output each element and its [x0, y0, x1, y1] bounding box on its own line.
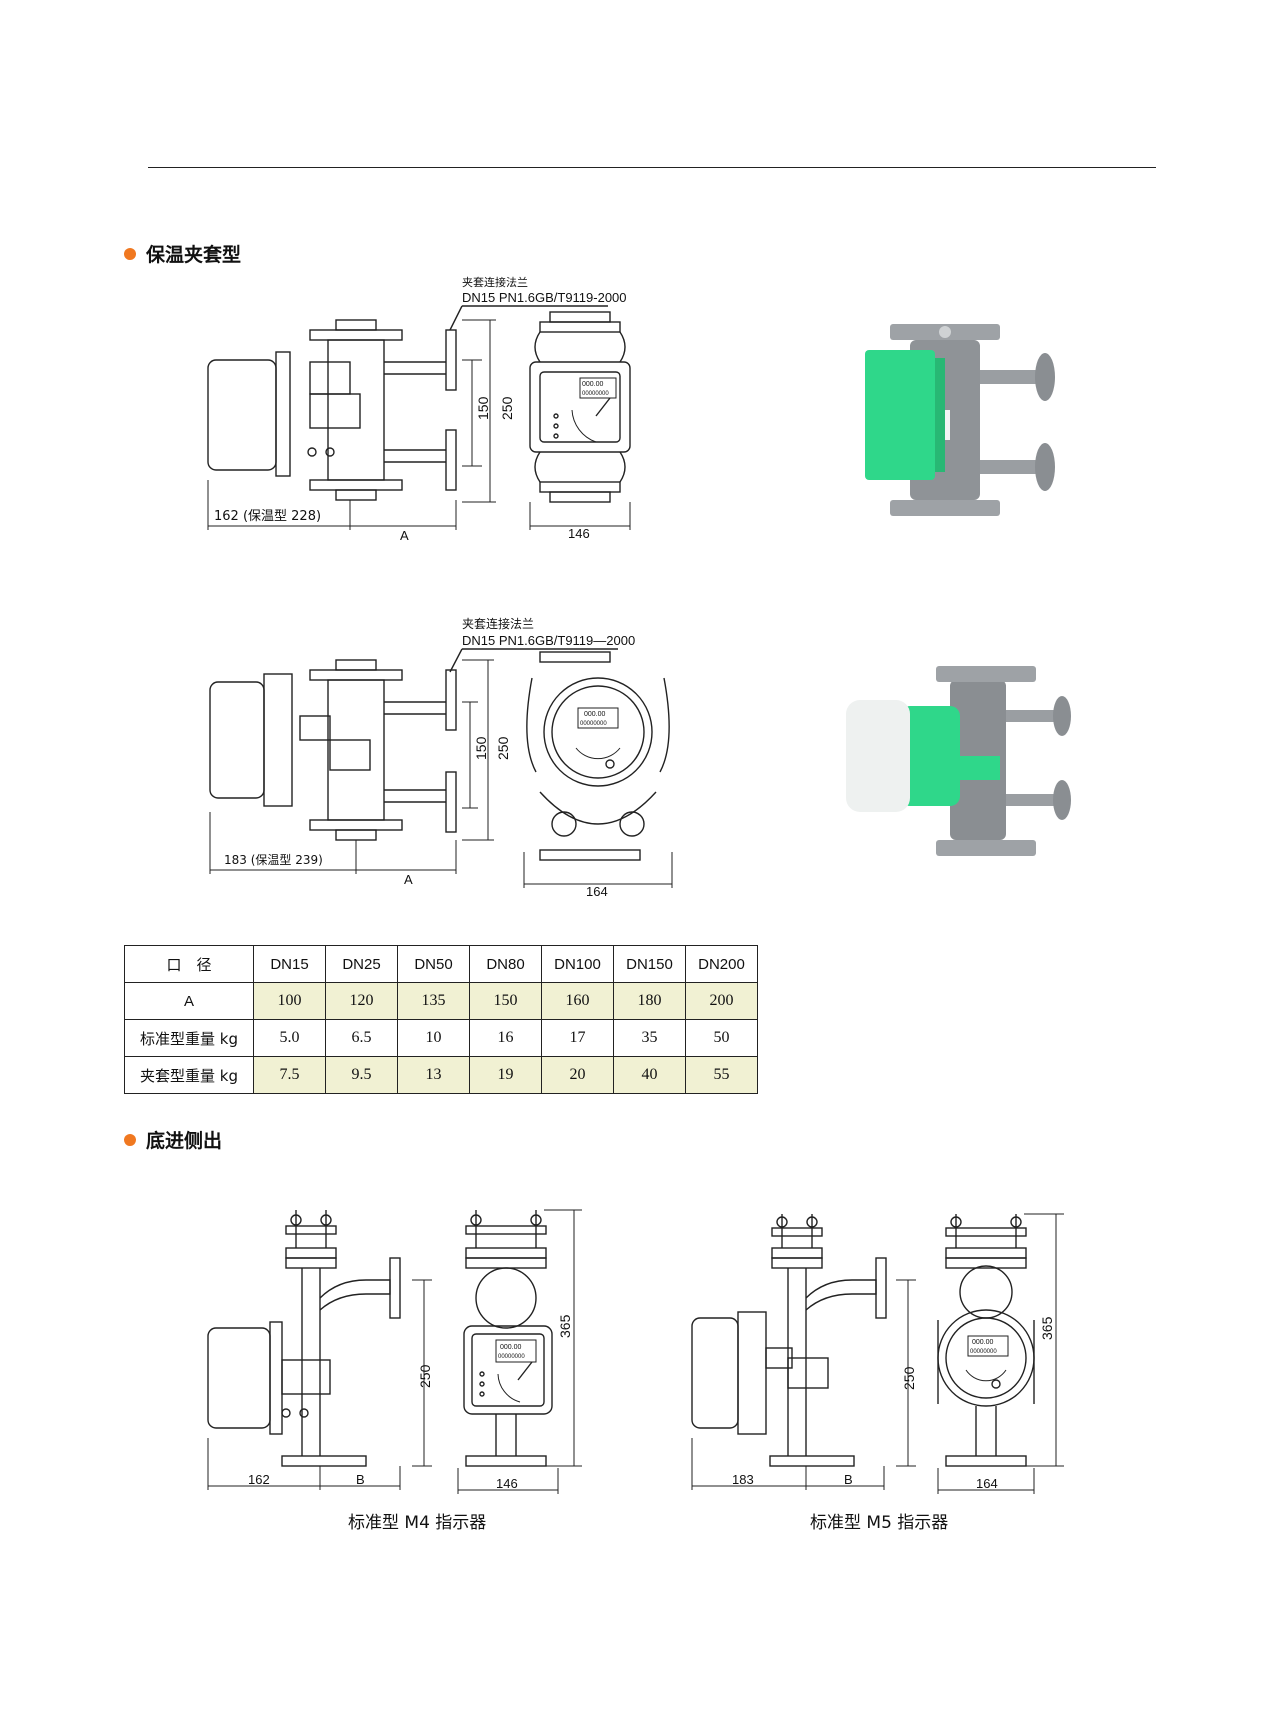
table-cell: 120 [325, 982, 398, 1020]
dim-width: 162 (保温型 228) [214, 509, 321, 524]
table-cell: 180 [613, 982, 686, 1020]
dim-250: 250 [499, 396, 515, 420]
dim-365: 365 [1039, 1316, 1055, 1340]
display-counter: 00000000 [582, 391, 609, 397]
dim-a: A [400, 528, 409, 543]
table-row: 标准型重量 kg 5.0 6.5 10 16 17 35 50 [124, 1019, 758, 1057]
drawing-bottom-m5: 250 183 B 000.00 00000000 365 164 [691, 1213, 1064, 1494]
table-cell: 13 [397, 1056, 470, 1094]
table-header-label: 口 径 [124, 945, 254, 983]
caption-m5: 标准型 M5 指示器 [810, 1513, 949, 1533]
table-cell: 100 [253, 982, 326, 1020]
table-row-label: 标准型重量 kg [124, 1019, 254, 1057]
dim-front: 146 [568, 526, 590, 541]
dim-b: B [844, 1472, 853, 1487]
table-cell: 160 [541, 982, 614, 1020]
display-counter: 00000000 [580, 721, 607, 727]
table-row-label: A [124, 982, 254, 1020]
flange-note-cn: 夹套连接法兰 [462, 616, 534, 631]
table-cell: 5.0 [253, 1019, 326, 1057]
table-row: 夹套型重量 kg 7.5 9.5 13 19 20 40 55 [124, 1056, 758, 1094]
table-cell: 6.5 [325, 1019, 398, 1057]
table-cell: 150 [469, 982, 542, 1020]
flange-note-spec: DN15 PN1.6GB/T9119-2000 [462, 290, 627, 305]
bullet-dot-icon [124, 1133, 136, 1146]
dim-250: 250 [495, 736, 511, 760]
table-col-header: DN15 [253, 945, 326, 983]
drawing-bottom-m4: 250 162 B 000.00 00000000 365 146 [207, 1209, 582, 1494]
table-col-header: DN80 [469, 945, 542, 983]
section-title-text: 保温夹套型 [146, 244, 242, 266]
dim-162: 162 [248, 1472, 270, 1487]
table-cell: 135 [397, 982, 470, 1020]
display-counter: 00000000 [970, 1349, 997, 1355]
table-col-header: DN150 [613, 945, 686, 983]
table-row: A 100 120 135 150 160 180 200 [124, 982, 758, 1020]
caption-m4: 标准型 M4 指示器 [348, 1513, 487, 1533]
flange-note-spec: DN15 PN1.6GB/T9119—2000 [462, 633, 635, 648]
dim-150: 150 [473, 736, 489, 760]
display-value: 000.00 [582, 381, 604, 388]
product-photo-green-square [865, 324, 1055, 516]
display-value: 000.00 [972, 1339, 994, 1346]
product-photo-white-round [846, 666, 1071, 856]
table-col-header: DN100 [541, 945, 614, 983]
dim-250: 250 [417, 1364, 433, 1388]
drawing-jacketed-m5: 夹套连接法兰 DN15 PN1.6GB/T9119—2000 150 250 1… [209, 616, 673, 899]
dim-b: B [356, 1472, 365, 1487]
table-cell: 50 [685, 1019, 758, 1057]
table-cell: 19 [469, 1056, 542, 1094]
table-cell: 35 [613, 1019, 686, 1057]
section-title-text: 底进侧出 [146, 1130, 223, 1152]
table-col-header: DN200 [685, 945, 758, 983]
table-col-header: DN25 [325, 945, 398, 983]
dim-183: 183 [732, 1472, 754, 1487]
table-col-header: DN50 [397, 945, 470, 983]
flange-note-cn: 夹套连接法兰 [462, 275, 528, 289]
dim-width: 183 (保温型 239) [224, 853, 323, 867]
header-rule [148, 167, 1156, 168]
dim-146: 146 [496, 1476, 518, 1491]
section-title-jacketed: 保温夹套型 [124, 240, 241, 267]
table-cell: 55 [685, 1056, 758, 1094]
table-cell: 40 [613, 1056, 686, 1094]
table-cell: 10 [397, 1019, 470, 1057]
spec-table: 口 径 DN15 DN25 DN50 DN80 DN100 DN150 DN20… [124, 945, 758, 1094]
table-header-row: 口 径 DN15 DN25 DN50 DN80 DN100 DN150 DN20… [124, 945, 758, 983]
section-title-bottom-inlet: 底进侧出 [124, 1126, 222, 1153]
drawing-jacketed-m4: 夹套连接法兰 DN15 PN1.6GB/T9119-2000 150 250 1… [207, 275, 631, 543]
table-cell: 17 [541, 1019, 614, 1057]
table-cell: 200 [685, 982, 758, 1020]
bullet-dot-icon [124, 247, 136, 260]
dim-164: 164 [976, 1476, 998, 1491]
display-value: 000.00 [500, 1344, 522, 1351]
table-cell: 9.5 [325, 1056, 398, 1094]
dim-150: 150 [475, 396, 491, 420]
table-cell: 20 [541, 1056, 614, 1094]
dim-front: 164 [586, 884, 608, 899]
display-counter: 00000000 [498, 1354, 525, 1360]
table-row-label: 夹套型重量 kg [124, 1056, 254, 1094]
display-value: 000.00 [584, 711, 606, 718]
table-cell: 7.5 [253, 1056, 326, 1094]
table-cell: 16 [469, 1019, 542, 1057]
dim-a: A [404, 872, 413, 887]
dim-250: 250 [901, 1366, 917, 1390]
dim-365: 365 [557, 1314, 573, 1338]
